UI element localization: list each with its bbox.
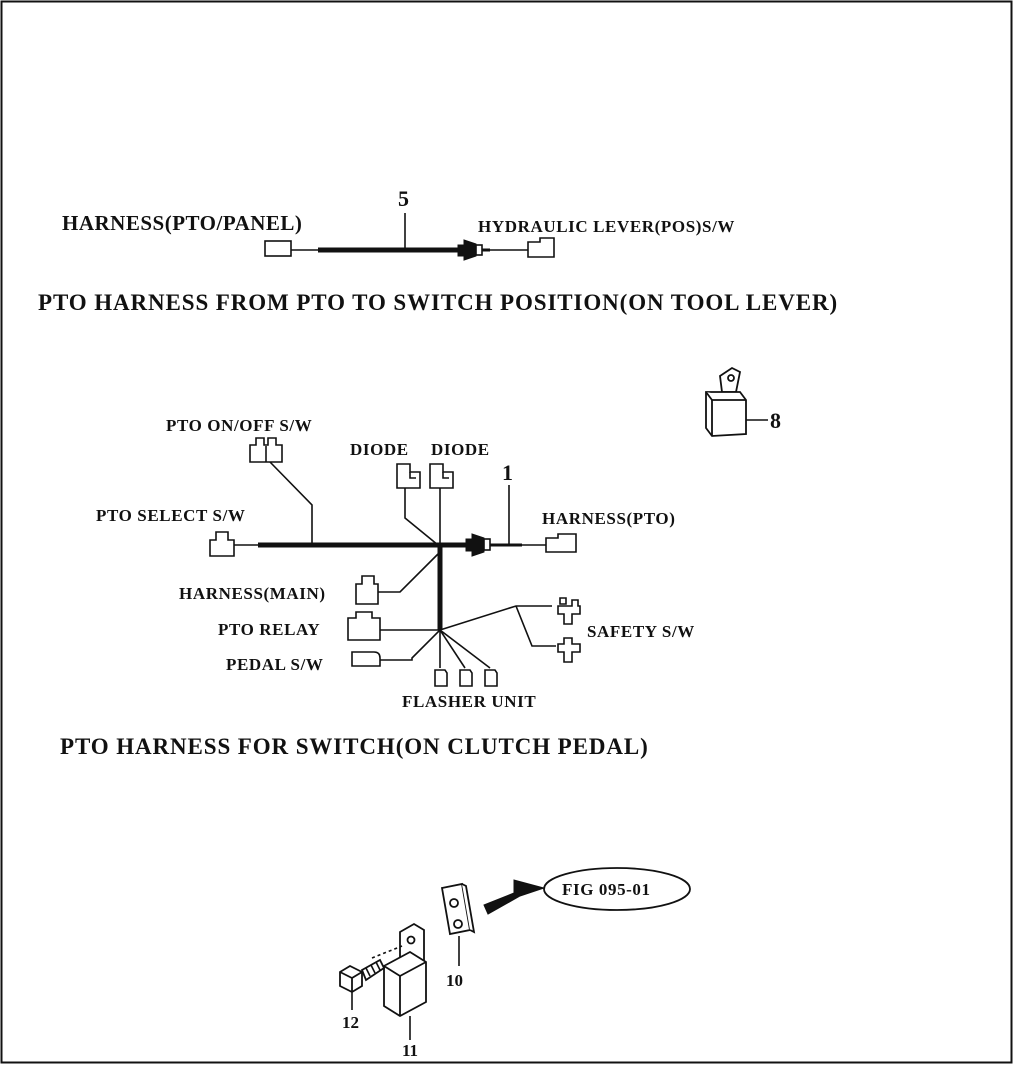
pedal-switch-label: PEDAL S/W bbox=[226, 655, 324, 674]
arrow-icon bbox=[483, 879, 546, 915]
connector-icon bbox=[264, 240, 292, 257]
connector-icon bbox=[347, 611, 381, 641]
pto-on-off-switch-label: PTO ON/OFF S/W bbox=[166, 416, 312, 435]
connector-icon bbox=[527, 237, 555, 258]
caption-clutch-pedal: PTO HARNESS FOR SWITCH(ON CLUTCH PEDAL) bbox=[60, 734, 649, 759]
diode-label-1: DIODE bbox=[350, 440, 409, 459]
grommet-icon bbox=[457, 244, 465, 257]
diode-connector-icon bbox=[396, 463, 421, 489]
connector-icon bbox=[355, 575, 379, 605]
flasher-connector-icon bbox=[459, 669, 473, 687]
hydraulic-lever-switch-label: HYDRAULIC LEVER(POS)S/W bbox=[478, 217, 735, 236]
bolt-icon bbox=[339, 964, 363, 994]
fig-reference-ellipse bbox=[543, 867, 691, 911]
connector-icon bbox=[545, 533, 577, 553]
mounting-hardware: FIG 095-01 10 11 12 bbox=[339, 867, 691, 1060]
harness-pto-label: HARNESS(PTO) bbox=[542, 509, 675, 528]
diode-connector-icon bbox=[429, 463, 454, 489]
connector-icon bbox=[209, 531, 235, 557]
part-number-10: 10 bbox=[446, 971, 463, 990]
flasher-connector-icon bbox=[484, 669, 498, 687]
flasher-unit-label: FLASHER UNIT bbox=[402, 692, 536, 711]
part-number-1: 1 bbox=[502, 460, 513, 485]
harness-pto-panel-label: HARNESS(PTO/PANEL) bbox=[62, 211, 302, 235]
pto-select-switch-label: PTO SELECT S/W bbox=[96, 506, 246, 525]
connector-icon bbox=[351, 651, 381, 667]
part-number-5: 5 bbox=[398, 186, 409, 211]
fig-reference-label: FIG 095-01 bbox=[562, 880, 651, 899]
pto-clutch-harness: PTO ON/OFF S/W DIODE DIODE 1 PTO SELECT … bbox=[60, 416, 695, 759]
part-number-12: 12 bbox=[342, 1013, 359, 1032]
safety-switch-icon bbox=[557, 637, 581, 663]
safety-switch-icon bbox=[559, 597, 567, 605]
grommet-icon bbox=[465, 538, 473, 552]
relay-part-8: 8 bbox=[705, 366, 781, 437]
caption-tool-lever: PTO HARNESS FROM PTO TO SWITCH POSITION(… bbox=[38, 290, 838, 315]
part-number-11: 11 bbox=[402, 1041, 418, 1060]
relay-icon bbox=[383, 950, 427, 1018]
safety-switch-icon bbox=[557, 599, 581, 625]
flasher-connector-icon bbox=[434, 669, 448, 687]
safety-switch-label: SAFETY S/W bbox=[587, 622, 695, 641]
diode-label-2: DIODE bbox=[431, 440, 490, 459]
pto-relay-label: PTO RELAY bbox=[218, 620, 320, 639]
harness-main-label: HARNESS(MAIN) bbox=[179, 584, 326, 603]
pto-panel-harness: HARNESS(PTO/PANEL) 5 HYDRAULIC LEVER(POS… bbox=[38, 186, 838, 315]
part-number-8: 8 bbox=[770, 408, 781, 433]
